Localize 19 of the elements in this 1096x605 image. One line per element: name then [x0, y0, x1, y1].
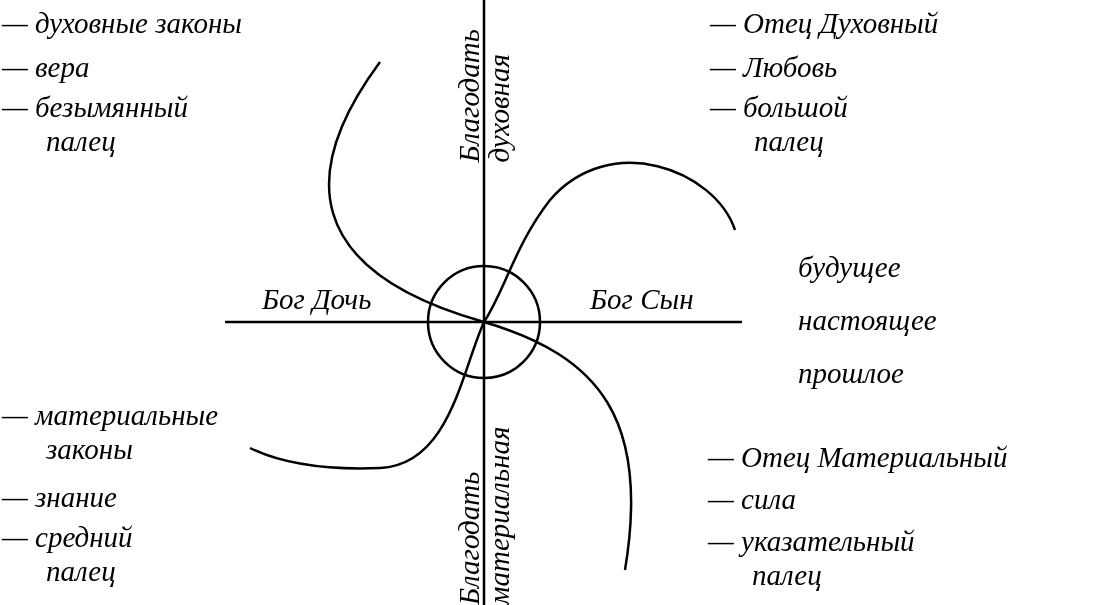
- list-item: — безымянный палец: [2, 90, 189, 158]
- axis-label: Бог Дочь: [262, 282, 373, 316]
- list-item: — Отец Духовный: [710, 6, 940, 40]
- axis-label: Бог Сын: [590, 282, 695, 316]
- time-label: будущее: [798, 250, 902, 284]
- list-item: — Отец Материальный: [708, 440, 1009, 474]
- vertical-label: Благодать материальная: [454, 425, 514, 605]
- time-label: прошлое: [798, 356, 905, 390]
- list-item: — указательный палец: [708, 524, 916, 592]
- list-item: — знание: [2, 480, 118, 514]
- list-item: — средний палец: [2, 520, 134, 588]
- list-item: — вера: [2, 50, 91, 84]
- time-label: настоящее: [798, 303, 938, 337]
- list-item: — духовные законы: [2, 6, 243, 40]
- vertical-label: Благодать духовная: [454, 28, 514, 163]
- list-item: — Любовь: [710, 50, 839, 84]
- list-item: — большой палец: [710, 90, 849, 158]
- list-item: — сила: [708, 482, 797, 516]
- list-item: — материальные законы: [2, 398, 220, 466]
